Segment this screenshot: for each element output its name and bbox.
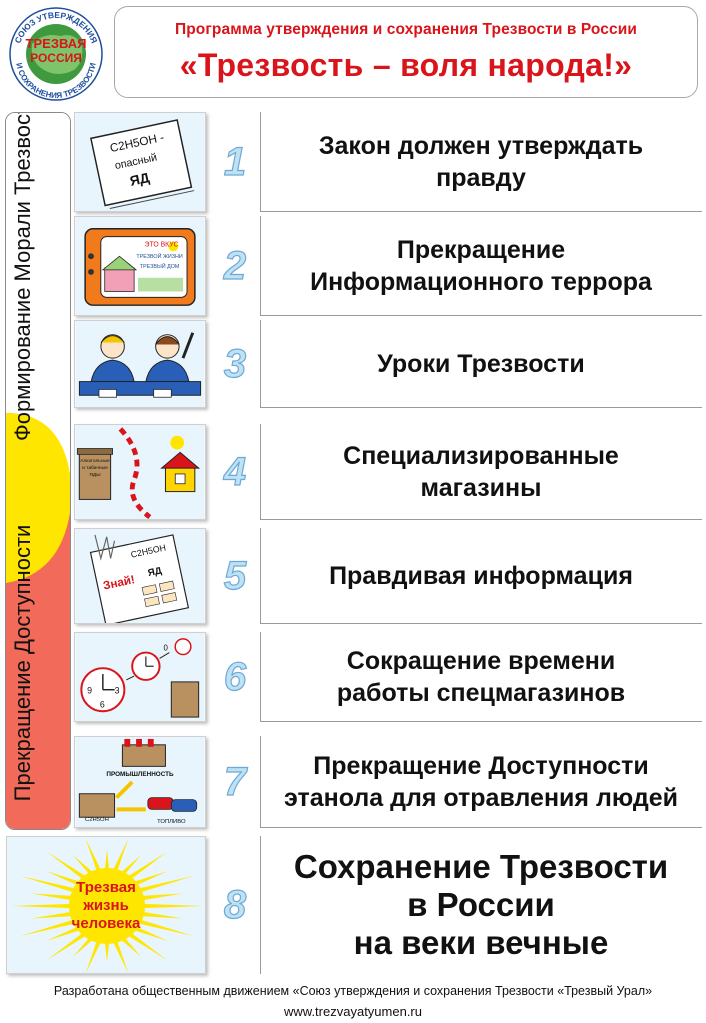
logo-emblem: ТРЕЗВАЯ РОССИЯ СОЮЗ УТВЕРЖДЕНИЯ И СОХРАН…	[9, 7, 103, 101]
sun-ray	[46, 870, 81, 886]
footer-credit: Разработана общественным движением «Союз…	[53, 984, 653, 998]
row-text-6-label: Сокращение времени работы спецмагазинов	[336, 646, 626, 707]
pic7-line2: C2H5OH	[85, 817, 109, 823]
sun-icon	[7, 837, 205, 973]
pic6-nine: 9	[87, 686, 92, 696]
row-text-5-label: Правдивая информация	[329, 561, 633, 590]
sun-ray	[30, 911, 73, 919]
sun-ray	[20, 919, 76, 936]
sun-ray	[47, 851, 87, 880]
pic2-line2: ТРЕЗВОЙ ЖИЗНИ	[136, 252, 182, 260]
sun-ray	[127, 932, 167, 961]
pic1-line3: ЯД	[129, 170, 152, 189]
header-title: «Трезвость – воля народа!»	[179, 47, 633, 83]
row-text-3-label: Уроки Трезвости	[377, 349, 585, 378]
left-sidebar: Формирование Морали Трезвости Прекращени…	[5, 112, 71, 830]
sun-ray	[127, 851, 167, 880]
sidebar-background	[6, 113, 70, 829]
row-text-4-label: Специализированные магазины	[343, 441, 619, 502]
pic2-line1: ЭТО ВКУС	[145, 241, 179, 248]
sun-ray	[133, 870, 168, 886]
header-subtitle: Программа утверждения и сохранения Трезв…	[175, 21, 637, 38]
logo-center-text-top: ТРЕЗВАЯ	[26, 36, 87, 51]
logo: ТРЕЗВАЯ РОССИЯ СОЮЗ УТВЕРЖДЕНИЯ И СОХРАН…	[4, 4, 108, 102]
sun-ray	[85, 838, 102, 872]
program-row-1: C2H5OH - опасный ЯД 1 Закон должен утвер…	[74, 112, 702, 212]
row-text-2-label: Прекращение Информационного террора	[310, 235, 652, 296]
row-text-1: Закон должен утверждать правду	[260, 112, 702, 212]
row-number-8: 8	[210, 836, 261, 974]
sun-ray	[30, 893, 73, 901]
footer-website-link[interactable]: www.trezvayatyumen.ru	[284, 1004, 422, 1019]
row-number-7: 7	[210, 736, 261, 828]
sidebar-top-label: Формирование Морали Трезвости	[10, 112, 35, 441]
pic6-zero: 0	[163, 644, 168, 653]
tv-picture: ЭТО ВКУС ТРЕЗВОЙ ЖИЗНИ ТРЕЗВЫЙ ДОМ	[74, 216, 206, 316]
row-number-5: 5	[210, 528, 261, 624]
row-text-3: Уроки Трезвости	[260, 320, 702, 408]
pic7-line3: ТОПЛИВО	[157, 819, 186, 825]
pic4-line2: и табачные	[82, 465, 108, 471]
row-number-6: 6	[210, 632, 261, 722]
sun-ray	[120, 855, 141, 875]
shops-distance-picture: Алкогольные и табачные ЯДЫ	[74, 424, 206, 520]
row-text-7-label: Прекращение Доступности этанола для отра…	[284, 751, 678, 812]
sun-ray	[133, 926, 168, 942]
row-text-8: Сохранение Трезвости в России на веки ве…	[260, 836, 702, 974]
industry-fuel-picture: ПРОМЫШЛЕННОСТЬ C2H5OH ТОПЛИВО	[74, 736, 206, 828]
logo-center-text-bottom: РОССИЯ	[30, 51, 82, 65]
pic5-line3: ЯД	[147, 565, 163, 579]
program-row-2: ЭТО ВКУС ТРЕЗВОЙ ЖИЗНИ ТРЕЗВЫЙ ДОМ 2 Пре…	[74, 216, 702, 316]
program-row-8: Трезвая жизнь человека 8 Сохранение Трез…	[6, 836, 702, 974]
program-row-7: ПРОМЫШЛЕННОСТЬ C2H5OH ТОПЛИВО 7 Прекраще…	[74, 736, 702, 828]
sun-ray	[85, 940, 102, 973]
poison-paper-picture: C2H5OH - опасный ЯД	[74, 112, 206, 212]
row-number-4: 4	[210, 424, 261, 520]
pic4-line3: ЯДЫ	[89, 472, 100, 478]
sun-ray	[104, 849, 110, 871]
sun-ray	[73, 937, 94, 957]
row-text-4: Специализированные магазины	[260, 424, 702, 520]
row-text-1-label: Закон должен утверждать правду	[318, 131, 644, 192]
sun-ray	[20, 876, 76, 893]
schoolchildren-picture	[74, 320, 206, 408]
row-text-2: Прекращение Информационного террора	[260, 216, 702, 316]
clocks-picture: 9 3 6 0	[74, 632, 206, 722]
sun-picture: Трезвая жизнь человека	[6, 836, 206, 974]
pic4-line1: Алкогольные	[80, 458, 110, 464]
sun-ray	[120, 937, 141, 957]
sun-ray	[112, 940, 129, 973]
sun-ray	[141, 911, 184, 919]
pic2-line3: ТРЕЗВЫЙ ДОМ	[140, 262, 180, 270]
row-number-3: 3	[210, 320, 261, 408]
sun-label: Трезвая жизнь человека	[71, 879, 141, 932]
sun-ray	[11, 903, 72, 909]
sun-ray	[104, 941, 110, 963]
row-text-6: Сокращение времени работы спецмагазинов	[260, 632, 702, 722]
header-box: Программа утверждения и сохранения Трезв…	[114, 6, 698, 98]
sun-ray	[112, 838, 129, 872]
truthful-info-picture: C2H5OH Знай! ЯД	[74, 528, 206, 624]
row-number-1: 1	[210, 112, 261, 212]
sun-ray	[138, 919, 194, 936]
pic7-line1: ПРОМЫШЛЕННОСТЬ	[106, 771, 174, 778]
row-number-2: 2	[210, 216, 261, 316]
sun-ray	[138, 876, 194, 893]
sun-ray	[141, 893, 184, 901]
program-row-6: 9 3 6 0 6 Сокращение времени работы спец…	[74, 632, 702, 722]
sun-ray	[46, 926, 81, 942]
program-row-3: 3 Уроки Трезвости	[74, 320, 702, 408]
pic6-six: 6	[100, 699, 105, 709]
sun-ray	[47, 932, 87, 961]
program-row-5: C2H5OH Знай! ЯД 5 Правдивая информация	[74, 528, 702, 624]
pic6-three: 3	[115, 686, 120, 696]
sidebar-bottom-label: Прекращение Доступности	[10, 524, 35, 802]
sun-ray	[142, 903, 203, 909]
row-text-7: Прекращение Доступности этанола для отра…	[260, 736, 702, 828]
row-text-5: Правдивая информация	[260, 528, 702, 624]
program-row-4: Алкогольные и табачные ЯДЫ 4 Специализир…	[74, 424, 702, 520]
sun-ray	[73, 855, 94, 875]
row-text-8-label: Сохранение Трезвости в России на веки ве…	[293, 848, 669, 961]
